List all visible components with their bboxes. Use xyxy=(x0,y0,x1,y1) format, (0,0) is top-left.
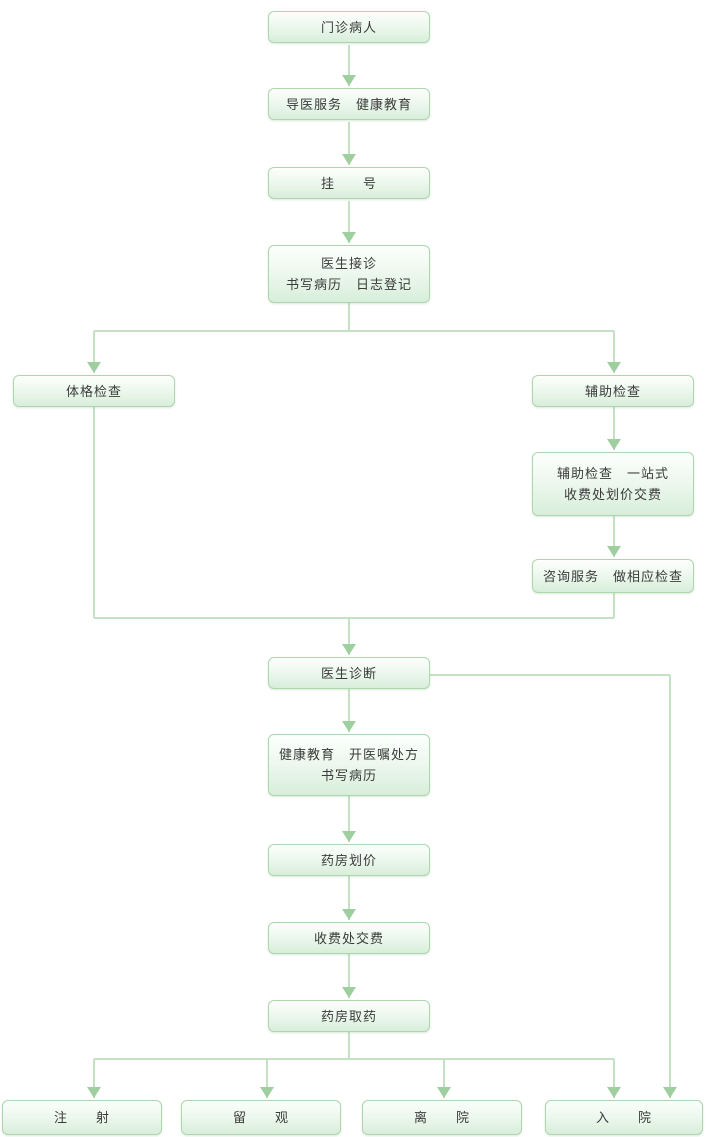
node-consult-service: 咨询服务 做相应检查 xyxy=(532,559,694,593)
node-auxiliary-exam: 辅助检查 xyxy=(532,375,694,407)
node-doctor-reception: 医生接诊 书写病历 日志登记 xyxy=(268,245,430,303)
node-cashier-payment: 收费处交费 xyxy=(268,922,430,954)
node-registration: 挂 号 xyxy=(268,167,430,199)
node-discharge: 离 院 xyxy=(362,1100,522,1135)
node-doctor-diagnosis: 医生诊断 xyxy=(268,657,430,689)
node-injection: 注 射 xyxy=(2,1100,162,1135)
node-guide-service: 导医服务 健康教育 xyxy=(268,88,430,120)
node-aux-exam-one-stop-payment: 辅助检查 一站式 收费处划价交费 xyxy=(532,452,694,516)
node-outpatient: 门诊病人 xyxy=(268,11,430,43)
node-pharmacy-pricing: 药房划价 xyxy=(268,844,430,876)
node-health-education-prescription: 健康教育 开医嘱处方 书写病历 xyxy=(268,734,430,796)
node-observation: 留 观 xyxy=(181,1100,341,1135)
node-admission: 入 院 xyxy=(545,1100,703,1135)
node-physical-exam: 体格检查 xyxy=(13,375,175,407)
node-pharmacy-dispense: 药房取药 xyxy=(268,1000,430,1032)
